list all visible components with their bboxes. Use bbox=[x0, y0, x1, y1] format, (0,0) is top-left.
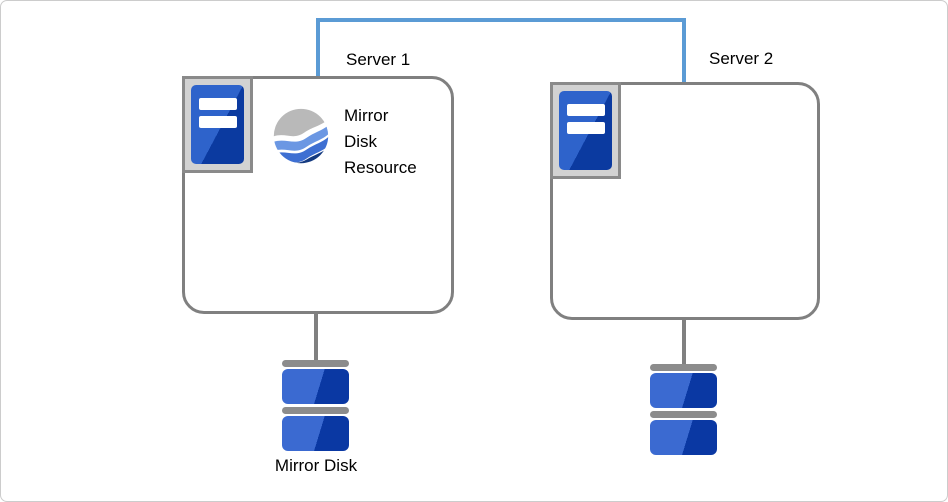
server-tower-slot-icon bbox=[199, 98, 237, 110]
resource-label-line: Disk bbox=[344, 132, 378, 151]
disk-platter-icon bbox=[282, 407, 349, 414]
server-tower-icon bbox=[191, 85, 244, 164]
disk-platter-icon bbox=[650, 411, 717, 418]
server-tower-slot-icon bbox=[567, 104, 605, 116]
disk-body-icon bbox=[282, 369, 349, 404]
disk-stack-icon bbox=[282, 360, 349, 454]
disk-platter-icon bbox=[282, 360, 349, 367]
disk-body-icon bbox=[650, 373, 717, 408]
mirror-disk-caption: Mirror Disk bbox=[274, 456, 358, 475]
server2-icon-frame bbox=[550, 82, 621, 179]
disk-body-icon bbox=[282, 416, 349, 451]
server-tower-icon bbox=[559, 91, 612, 170]
server1-icon-frame bbox=[182, 76, 253, 173]
wave-globe-icon bbox=[273, 108, 329, 164]
interconnect-line-right-drop bbox=[682, 18, 686, 84]
server2-label: Server 2 bbox=[709, 49, 774, 68]
server1-disk-connector bbox=[314, 312, 318, 363]
disk-stack-icon bbox=[650, 364, 717, 458]
interconnect-line-left-drop bbox=[316, 18, 320, 78]
interconnect-line-horizontal bbox=[316, 18, 686, 22]
server1-label: Server 1 bbox=[346, 50, 411, 69]
disk-body-icon bbox=[650, 420, 717, 455]
server-tower-slot-icon bbox=[567, 122, 605, 134]
resource-label-line: Mirror bbox=[344, 106, 389, 125]
disk-platter-icon bbox=[650, 364, 717, 371]
resource-label-line: Resource bbox=[344, 158, 417, 177]
server2-disk-connector bbox=[682, 318, 686, 366]
server-tower-slot-icon bbox=[199, 116, 237, 128]
mirror-disk-resource-label: Mirror Disk Resource bbox=[344, 103, 417, 181]
